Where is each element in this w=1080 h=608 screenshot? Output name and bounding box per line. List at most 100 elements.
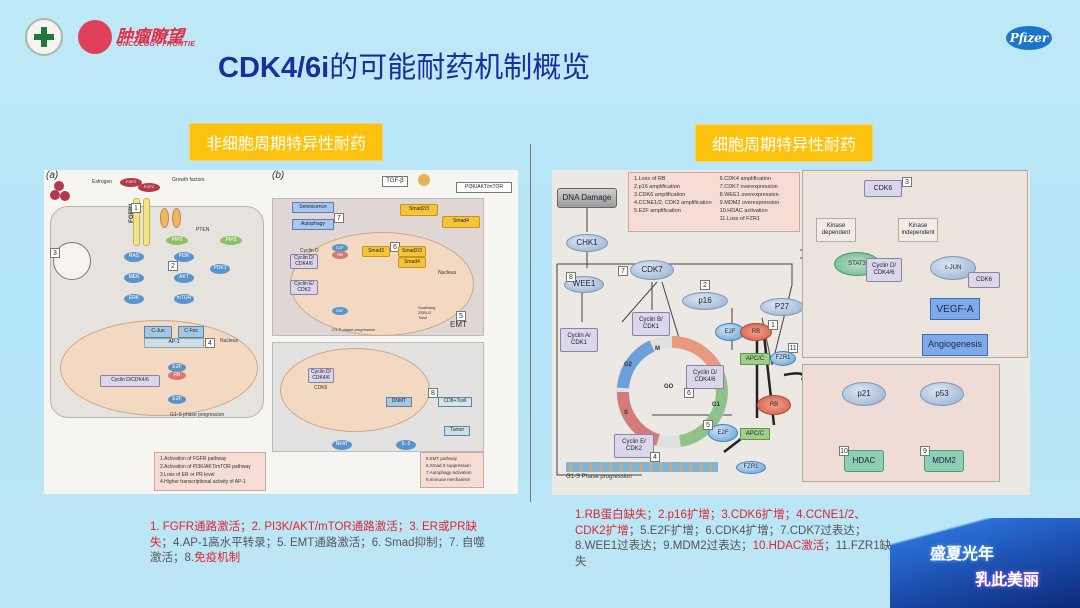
smad4-node: Smad4	[442, 216, 480, 228]
cdk6-label: CDK6	[314, 385, 328, 391]
dnmt-node: DNMT	[386, 397, 412, 407]
cyclin-d-node: Cyclin D/ CDK4/6	[290, 254, 318, 269]
legend-item: 3.CDK6 amplification	[634, 191, 686, 198]
smad4-node: Smad4	[398, 257, 426, 268]
fgfr1-receptor	[133, 198, 140, 246]
mdm2-node: MDM2	[924, 450, 964, 472]
cyclin-d-node: Cyclin D/CDK4/6	[100, 375, 160, 387]
legend-item: 6.Smad 3 suppression	[426, 462, 471, 468]
p21-node: p21	[842, 382, 886, 406]
caption-item: 2. PI3K/AKT/mTOR通路激活；	[251, 521, 410, 533]
chk1-node: CHK1	[566, 234, 608, 252]
tgf-receptor	[418, 174, 430, 186]
fgfr1-receptor	[143, 198, 150, 246]
divider	[530, 144, 531, 502]
section-header-noncell-cycle: 非细胞周期特异性耐药	[190, 124, 382, 160]
fgf2-node: FGF2	[120, 178, 142, 187]
legend-item: 3.Loss of ER or PR level	[160, 471, 215, 478]
marker-11: 11	[788, 343, 798, 353]
banner-line2: 乳此美丽	[975, 572, 1040, 589]
e2f-node: E2F	[332, 307, 348, 315]
legend-item: 5.EMT pathway	[426, 456, 458, 461]
e2f-node: E2F	[168, 363, 186, 372]
emt-label: EMT	[450, 320, 467, 329]
figure-label: (a)	[46, 170, 59, 181]
phase-label: G1-S phase progression	[170, 412, 225, 418]
c-jun-node: C-Jun	[144, 326, 172, 338]
caption-left: 1. FGFR通路激活；2. PI3K/AKT/mTOR通路激活；3. ER或P…	[150, 520, 490, 567]
e2f-node: E2F	[332, 244, 348, 252]
er-inset	[53, 242, 91, 280]
kinase-independent-node: Kinase independent	[898, 218, 938, 242]
marker-8: 8	[428, 388, 438, 398]
caption-item: 3. ER或PR缺失	[150, 521, 477, 549]
phase-m: M	[655, 346, 660, 352]
pten-label: PTEN	[196, 227, 210, 233]
erk-node: ERK	[124, 294, 144, 304]
legend-item: 5.E2F amplification	[634, 207, 681, 214]
mtor-node: mTOR	[174, 294, 194, 304]
phase-progression-label: G1-S Phase progression	[566, 474, 632, 480]
phase-s: S	[624, 410, 629, 416]
caption-item: ；11.FZR1缺失	[575, 540, 892, 568]
marker-1: 1	[768, 320, 778, 330]
legend-item: 1.Activation of FGFR pathway	[160, 456, 227, 462]
ras-node: RAS	[124, 252, 144, 262]
angiogenesis-node: Angiogenesis	[922, 334, 988, 356]
pi3k-node: PI3K	[174, 252, 194, 262]
mek-node: MEK	[124, 273, 144, 283]
e2f-node: E2F	[168, 395, 186, 404]
p110-subunit	[172, 208, 181, 228]
legend-c: 1.Loss of RB 2.p16 amplification 3.CDK6 …	[628, 172, 800, 232]
smad3-node: Smad3	[362, 246, 390, 257]
phase-g0: GO	[664, 384, 674, 390]
caption-right: 1.RB蛋白缺失；2.p16扩增；3.CDK6扩增；4.CCNE1/2、CDK2…	[575, 508, 895, 570]
legend-item: 11.Loss of FZR1	[719, 215, 760, 222]
autophagy-node: Autophagy	[292, 219, 334, 230]
cyclin-d-node: Cyclin D/ CDK4/6	[308, 368, 334, 383]
estrogen-molecule	[60, 191, 70, 201]
il2-node: IL-2	[396, 440, 416, 450]
caption-item: 10.HDAC激活	[752, 540, 825, 553]
dna-helix	[566, 462, 718, 472]
tumor-node: Tumor	[444, 426, 470, 436]
estrogen-label: Estrogen	[92, 179, 113, 185]
caption-item: 1. FGFR通路激活；	[150, 521, 252, 533]
cyclin-d-node: Cyclin D/ CDK4/6	[866, 258, 902, 282]
caption-item: ；4.AP-1高水平转录；5. EMT通路激活；6. Smad抑制；7. 自噬激…	[150, 536, 485, 565]
figure-label: (b)	[272, 170, 285, 181]
fzr1-node: FZR1	[770, 351, 796, 366]
rb-node: RB	[740, 323, 772, 341]
oncology-frontier-logo	[78, 20, 112, 54]
legend-item: 9.MDM2 overexpression	[719, 199, 780, 206]
figure-c: 1.Loss of RB 2.p16 amplification 3.CDK6 …	[552, 170, 1030, 495]
rb-node: RB	[168, 371, 186, 380]
legend-item: 10.HDAC activation	[719, 207, 768, 214]
caption-item: ；5.E2F扩增；6.CDK4扩增；7.CDK7过表达；8.WEE1过表达；9.…	[575, 524, 867, 553]
legend-item: 4.Higher transcriptional activity of AP-…	[160, 479, 246, 486]
legend-item: 7.Autophagy activation	[426, 469, 472, 475]
ap1-node: AP-1	[144, 338, 204, 348]
smad23-node: Smad2/3	[398, 246, 426, 257]
legend-a: 1.Activation of FGFR pathway 2.Activatio…	[154, 452, 266, 491]
p53-node: p53	[920, 382, 964, 406]
hospital-logo	[25, 18, 63, 56]
dna-damage-node: DNA Damage	[557, 188, 617, 208]
marker-5: 5	[703, 420, 713, 430]
marker-7: 7	[334, 213, 344, 223]
pip2-node: PIP2	[166, 236, 188, 245]
cyclin-d-label: Cyclin D	[300, 248, 319, 254]
phase-label: G1-S phase progression	[332, 327, 376, 332]
smad23-node: Smad2/3	[400, 204, 438, 216]
p85-subunit	[160, 208, 169, 228]
cyclin-e-node: Cyclin E/ CDK2	[614, 434, 654, 458]
event-banner	[890, 518, 1080, 608]
marker-2: 2	[168, 261, 178, 271]
legend-item: 8.WEE1 overexpression	[719, 191, 779, 198]
snail-label: Snail/slug ZEB1/2 Twist	[418, 305, 436, 320]
marker-8: 8	[566, 272, 576, 282]
marker-1: 1	[131, 203, 141, 213]
cyclin-b-node: Cyclin B/ CDK1	[632, 312, 670, 336]
apcc-node: APC/C	[740, 353, 770, 365]
fzr1-node: FZR1	[736, 461, 766, 474]
